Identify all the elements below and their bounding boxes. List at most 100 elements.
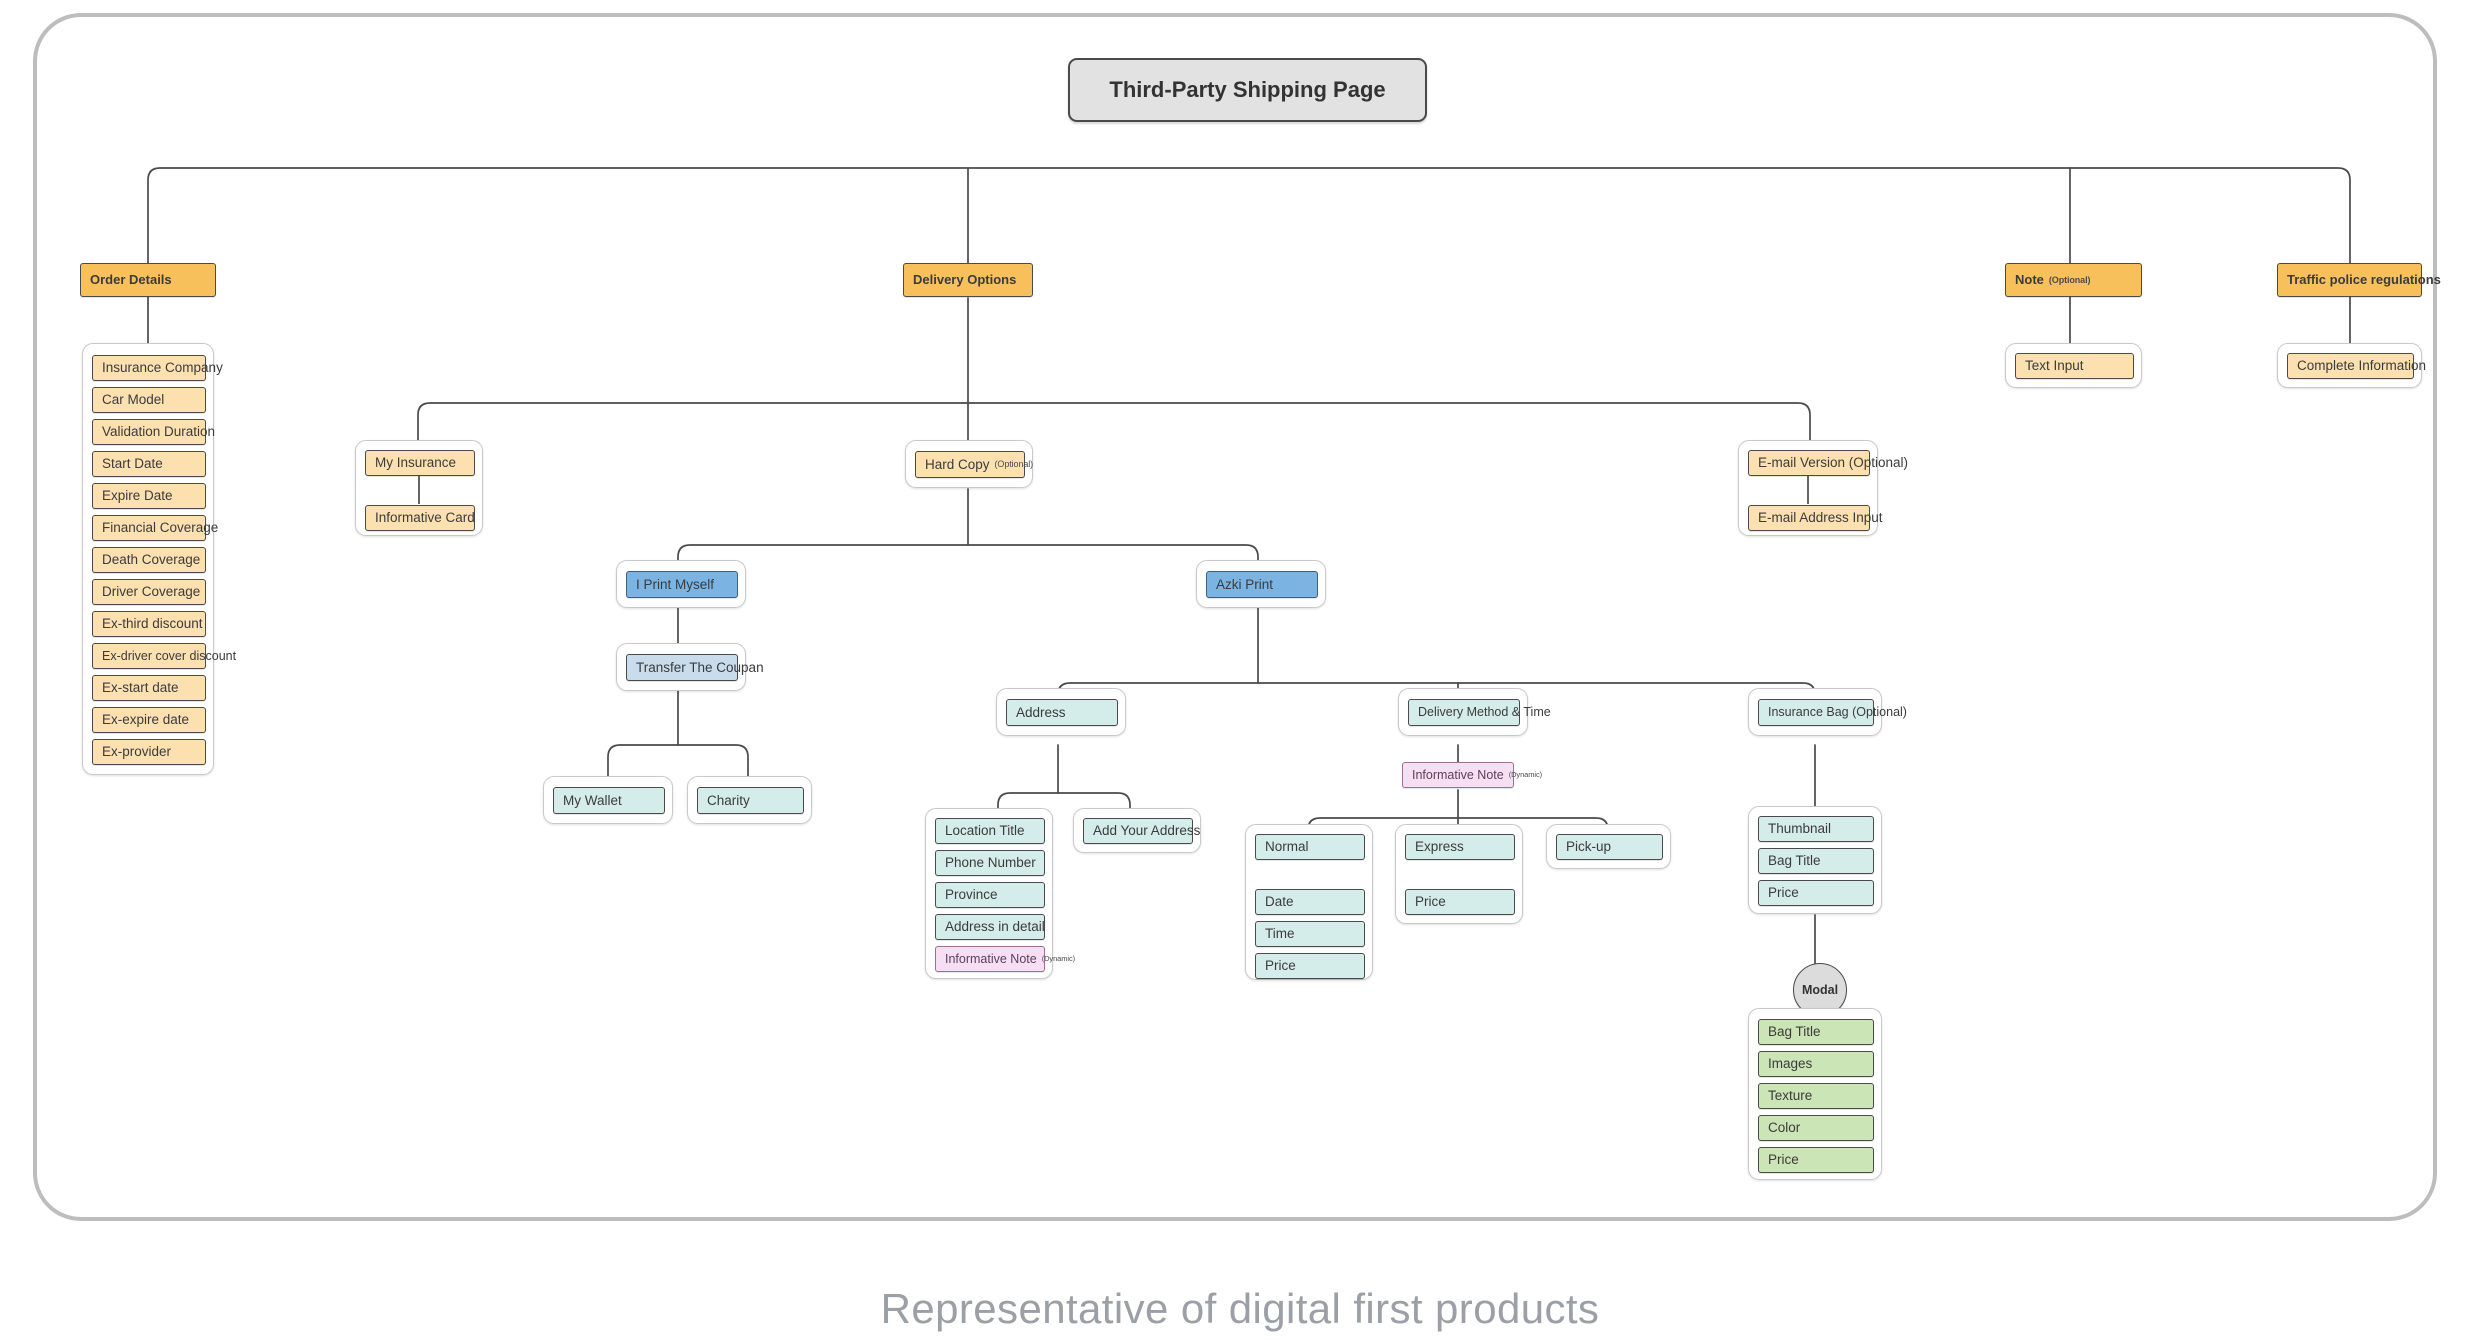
field-bag-title[interactable]: Bag Title xyxy=(1758,848,1874,874)
group-insurance-bag: Insurance Bag (Optional) xyxy=(1748,688,1907,736)
group-note-child: Text Input xyxy=(2005,343,2142,388)
node-label: Informative Note xyxy=(1412,767,1504,782)
node-delivery-informative-note[interactable]: Informative Note (Dynamic) xyxy=(1402,762,1542,788)
node-label: Images xyxy=(1768,1056,1813,1072)
group-add-your-address: Add Your Address xyxy=(1073,808,1201,853)
node-normal[interactable]: Normal xyxy=(1255,834,1365,860)
field-bag-thumbnail[interactable]: Thumbnail xyxy=(1758,816,1874,842)
node-label: Financial Coverage xyxy=(102,520,219,536)
field-location-title[interactable]: Location Title xyxy=(935,818,1045,844)
field-normal-date[interactable]: Date xyxy=(1255,889,1365,915)
field-express-price[interactable]: Price xyxy=(1405,889,1515,915)
node-transfer-the-coupan[interactable]: Transfer The Coupan xyxy=(626,654,764,681)
page-title: Third-Party Shipping Page xyxy=(1068,58,1427,122)
node-address[interactable]: Address xyxy=(1006,699,1118,726)
field-ex-expire-date[interactable]: Ex-expire date xyxy=(92,707,206,733)
node-label: Texture xyxy=(1768,1088,1813,1104)
node-label: I Print Myself xyxy=(636,576,715,592)
node-label: Ex-expire date xyxy=(102,712,190,728)
node-traffic-police-regulations[interactable]: Traffic police regulations xyxy=(2277,263,2441,297)
node-label: Price xyxy=(1768,885,1799,901)
node-label: Normal xyxy=(1265,839,1309,855)
field-normal-price[interactable]: Price xyxy=(1255,953,1365,979)
node-label: Pick-up xyxy=(1566,839,1612,855)
node-informative-card[interactable]: Informative Card xyxy=(365,505,475,531)
node-express[interactable]: Express xyxy=(1405,834,1515,860)
field-normal-time[interactable]: Time xyxy=(1255,921,1365,947)
node-label: Location Title xyxy=(945,823,1025,839)
node-label: Text Input xyxy=(2025,358,2084,374)
node-label: Bag Title xyxy=(1768,1024,1821,1040)
node-delivery-options[interactable]: Delivery Options xyxy=(903,263,1033,297)
group-delivery-method-time: Delivery Method & Time xyxy=(1398,688,1551,736)
node-email-version[interactable]: E-mail Version (Optional) xyxy=(1748,450,1908,476)
node-label: Expire Date xyxy=(102,488,173,504)
node-complete-information[interactable]: Complete Information xyxy=(2287,353,2426,379)
node-label: Order Details xyxy=(90,271,172,287)
field-death-coverage[interactable]: Death Coverage xyxy=(92,547,206,573)
group-address: Address xyxy=(996,688,1126,736)
field-modal-texture[interactable]: Texture xyxy=(1758,1083,1874,1109)
node-label: Informative Card xyxy=(375,510,475,526)
node-pick-up[interactable]: Pick-up xyxy=(1556,834,1663,860)
node-delivery-method-and-time[interactable]: Delivery Method & Time xyxy=(1408,699,1551,726)
field-modal-bag-title[interactable]: Bag Title xyxy=(1758,1019,1874,1045)
node-order-details[interactable]: Order Details xyxy=(80,263,216,297)
node-label: Informative Note xyxy=(945,951,1037,966)
field-expire-date[interactable]: Expire Date xyxy=(92,483,206,509)
field-ex-start-date[interactable]: Ex-start date xyxy=(92,675,206,701)
field-validation-duration[interactable]: Validation Duration xyxy=(92,419,215,445)
node-i-print-myself[interactable]: I Print Myself xyxy=(626,571,738,598)
node-address-informative-note[interactable]: Informative Note (Dynamic) xyxy=(935,946,1075,972)
field-phone-number[interactable]: Phone Number xyxy=(935,850,1045,876)
field-province[interactable]: Province xyxy=(935,882,1045,908)
group-my-insurance: My Insurance Informative Card xyxy=(355,440,483,536)
field-address-in-detail[interactable]: Address in detail xyxy=(935,914,1045,940)
node-label: Car Model xyxy=(102,392,165,408)
node-label: Color xyxy=(1768,1120,1801,1136)
node-label: Hard Copy xyxy=(925,456,990,472)
node-my-insurance[interactable]: My Insurance xyxy=(365,450,475,476)
node-my-wallet[interactable]: My Wallet xyxy=(553,787,665,814)
node-sublabel: (Dynamic) xyxy=(1041,953,1075,963)
node-label: Validation Duration xyxy=(102,424,216,440)
field-ex-third-discount[interactable]: Ex-third discount xyxy=(92,611,206,637)
node-label: Modal xyxy=(1801,983,1839,997)
field-financial-coverage[interactable]: Financial Coverage xyxy=(92,515,218,541)
field-driver-coverage[interactable]: Driver Coverage xyxy=(92,579,206,605)
field-modal-price[interactable]: Price xyxy=(1758,1147,1874,1173)
group-delivery-normal: Normal Date Time Price xyxy=(1245,824,1373,980)
node-label: Transfer The Coupan xyxy=(636,659,764,675)
node-label: Phone Number xyxy=(945,855,1036,871)
node-label: Note xyxy=(2015,271,2044,287)
node-email-address-input[interactable]: E-mail Address Input xyxy=(1748,505,1883,531)
node-label: Province xyxy=(945,887,998,903)
group-traffic-child: Complete Information xyxy=(2277,343,2426,388)
node-hard-copy[interactable]: Hard Copy (Optional) xyxy=(915,451,1033,478)
node-charity[interactable]: Charity xyxy=(697,787,804,814)
field-car-model[interactable]: Car Model xyxy=(92,387,206,413)
node-sublabel: (Optional) xyxy=(2048,274,2091,285)
group-delivery-pickup: Pick-up xyxy=(1546,824,1671,869)
node-label: Ex-start date xyxy=(102,680,179,696)
node-label: Start Date xyxy=(102,456,163,472)
field-insurance-company[interactable]: Insurance Company xyxy=(92,355,223,381)
node-add-your-address[interactable]: Add Your Address xyxy=(1083,818,1200,844)
node-azki-print[interactable]: Azki Print xyxy=(1206,571,1318,598)
field-modal-color[interactable]: Color xyxy=(1758,1115,1874,1141)
node-label: Bag Title xyxy=(1768,853,1821,869)
field-bag-price[interactable]: Price xyxy=(1758,880,1874,906)
field-modal-images[interactable]: Images xyxy=(1758,1051,1874,1077)
node-insurance-bag[interactable]: Insurance Bag (Optional) xyxy=(1758,699,1907,726)
field-ex-provider[interactable]: Ex-provider xyxy=(92,739,206,765)
node-label: Delivery Method & Time xyxy=(1418,705,1551,720)
node-label: Express xyxy=(1415,839,1464,855)
node-text-input[interactable]: Text Input xyxy=(2015,353,2134,379)
field-ex-driver-cover-discount[interactable]: Ex-driver cover discount xyxy=(92,643,236,669)
field-start-date[interactable]: Start Date xyxy=(92,451,206,477)
node-label: Time xyxy=(1265,926,1295,942)
node-label: Insurance Bag (Optional) xyxy=(1768,705,1907,720)
node-label: My Insurance xyxy=(375,455,457,471)
node-note[interactable]: Note (Optional) xyxy=(2005,263,2142,297)
